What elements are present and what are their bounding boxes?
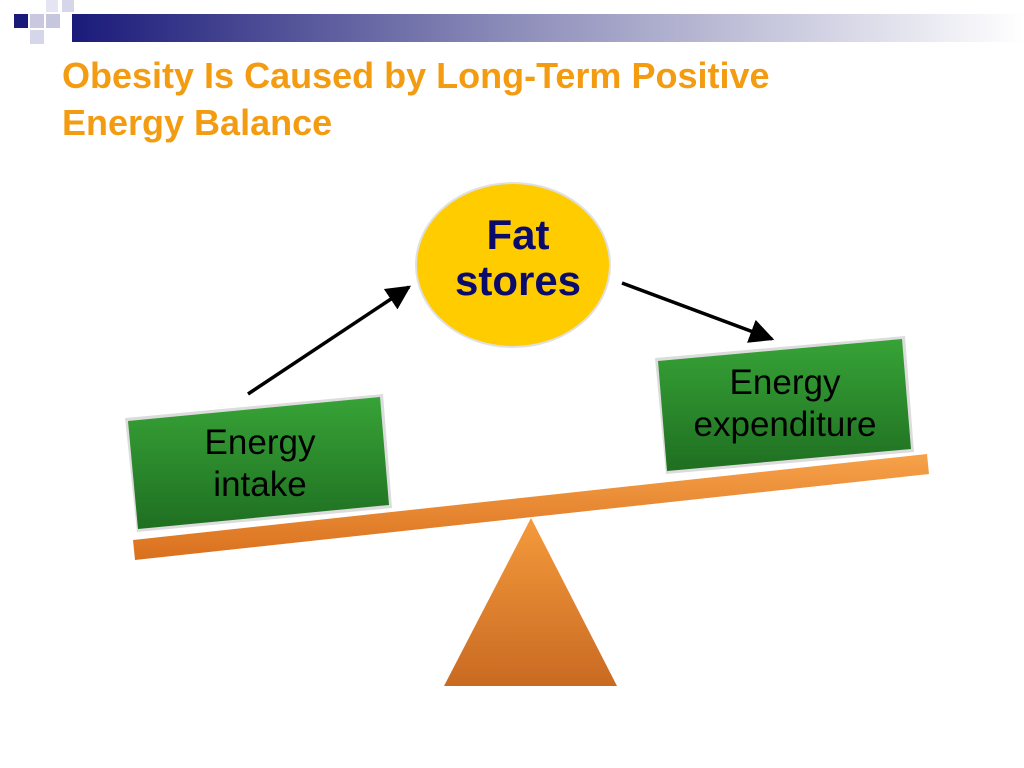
energy-expenditure-label: Energy expenditure: [662, 362, 908, 446]
arrow-fat-to-expenditure: [621, 281, 775, 343]
energy-intake-box: [125, 394, 392, 532]
fat-stores-circle: [415, 182, 611, 348]
fat-stores-label-line-1: Fat: [486, 211, 550, 258]
seesaw-beam: [133, 454, 929, 560]
title-line-1: Obesity Is Caused by Long-Term Positive: [62, 55, 770, 96]
fat-stores-label-line-2: stores: [454, 257, 582, 304]
slide-title: Obesity Is Caused by Long-Term Positive …: [62, 52, 982, 146]
title-line-2: Energy Balance: [62, 102, 333, 143]
energy-intake-label-line-1: Energy: [204, 423, 316, 462]
energy-intake-label-line-2: intake: [213, 465, 307, 504]
energy-expenditure-label-line-1: Energy: [729, 363, 841, 402]
header-band: [72, 14, 1024, 42]
fulcrum-triangle: [444, 518, 617, 686]
energy-intake-label: Energy intake: [140, 422, 380, 506]
energy-expenditure-box: [655, 336, 914, 474]
fat-stores-label: Fat stores: [418, 212, 618, 304]
arrow-intake-to-fat: [247, 285, 412, 396]
energy-expenditure-label-line-2: expenditure: [693, 405, 877, 444]
corner-squares-decoration: [14, 0, 74, 44]
